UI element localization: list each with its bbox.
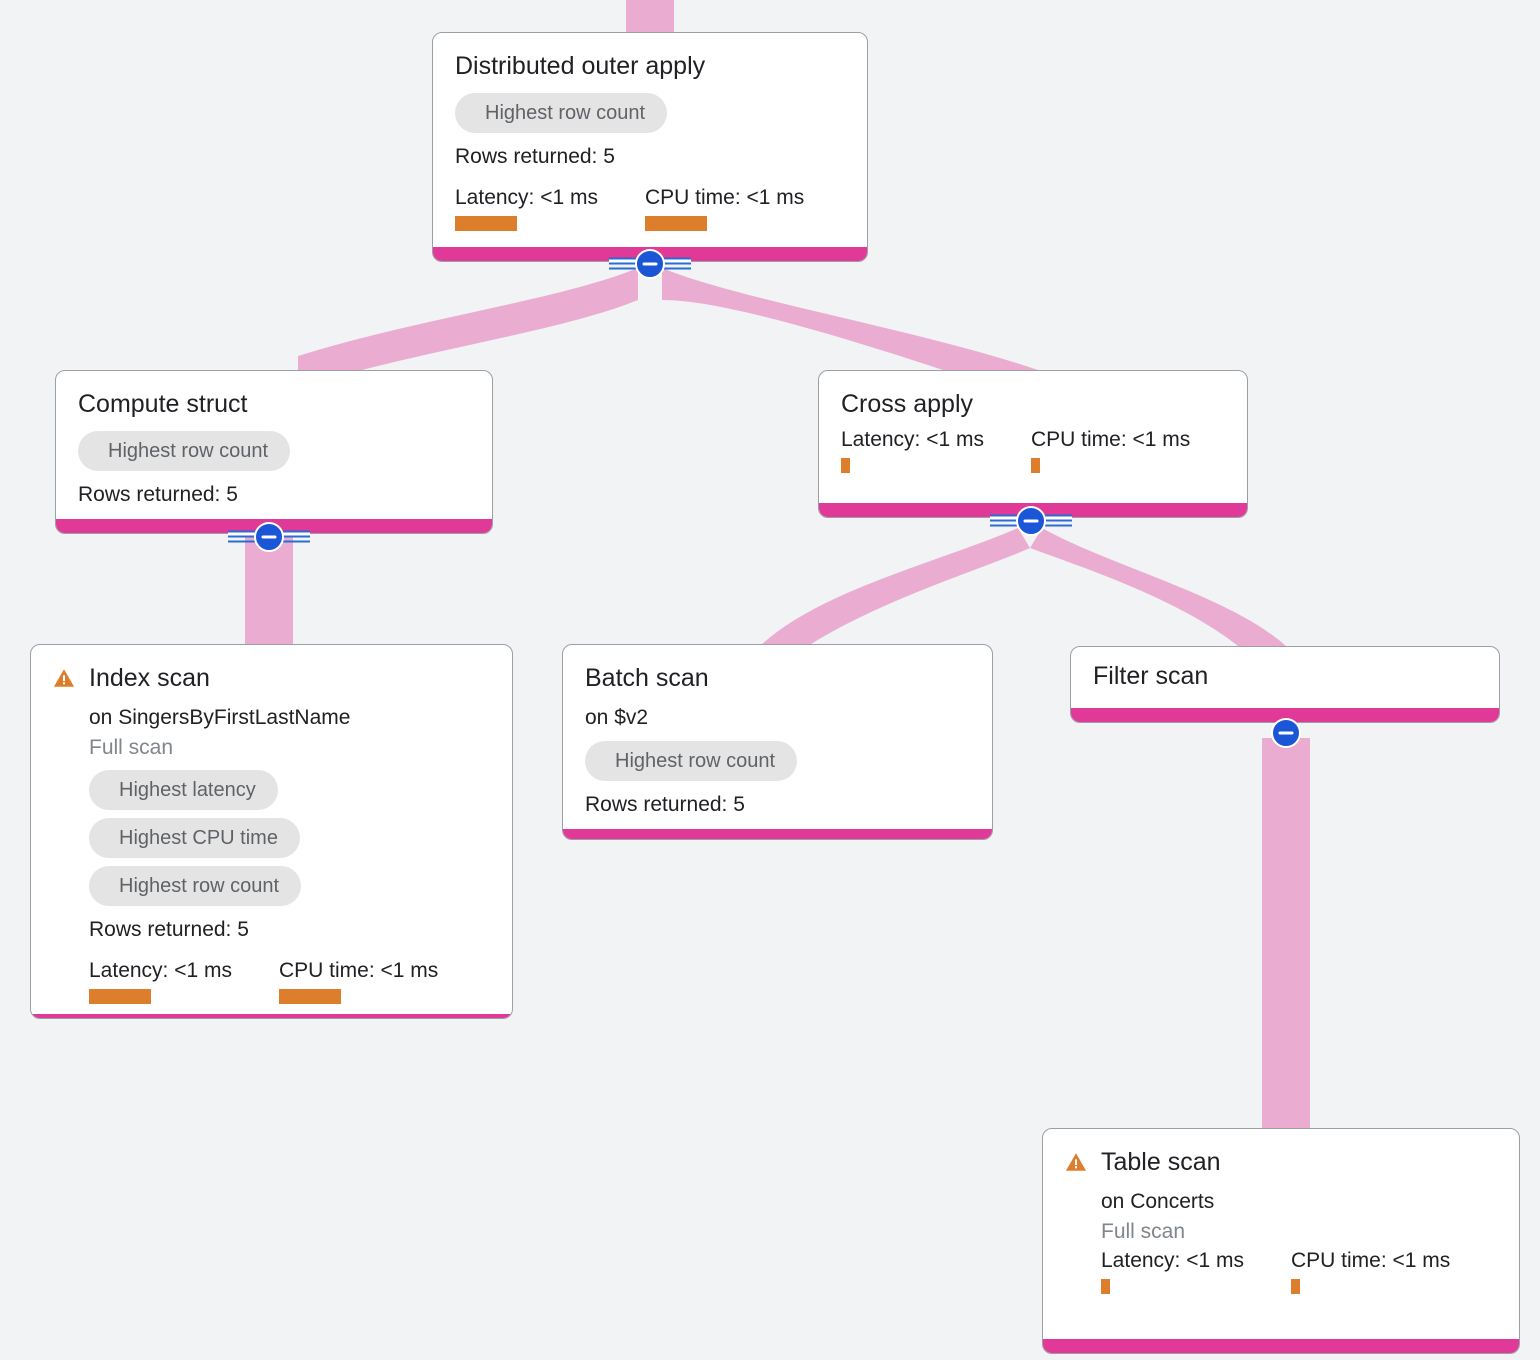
metrics: Latency: <1 ms CPU time: <1 ms (1101, 1248, 1497, 1294)
metric-latency: Latency: <1 ms (455, 185, 645, 231)
node-body: Distributed outer apply Highest row coun… (433, 33, 867, 247)
edge-cross-apply-to-batch-scan (760, 528, 1030, 646)
collapse-toggle-compute-struct[interactable] (228, 522, 310, 552)
metric-bar (279, 989, 341, 1004)
metric-cpu-time: CPU time: <1 ms (1291, 1248, 1450, 1294)
node-body: Filter scan (1071, 647, 1499, 708)
rows-returned: Rows returned: 5 (89, 918, 249, 941)
metric-cpu-time: CPU time: <1 ms (645, 185, 804, 231)
collapse-toggle-filter-scan[interactable] (1271, 718, 1301, 748)
metric-label: Latency: <1 ms (841, 428, 984, 451)
node-title: Index scan (89, 664, 210, 692)
metric-label: CPU time: <1 ms (279, 959, 439, 982)
node-accent-bar (31, 1014, 512, 1018)
title-row: Filter scan (1093, 661, 1208, 691)
node-title: Compute struct (78, 390, 248, 418)
metric-label: CPU time: <1 ms (1031, 428, 1191, 451)
node-table-scan[interactable]: Table scan on Concerts Full scan Latency… (1042, 1128, 1520, 1354)
metric-label: CPU time: <1 ms (1291, 1249, 1451, 1272)
title-row: Table scan (1065, 1147, 1221, 1177)
node-title: Distributed outer apply (455, 52, 706, 80)
node-body: Table scan on Concerts Full scan Latency… (1043, 1129, 1519, 1339)
node-body: Compute struct Highest row count Rows re… (56, 371, 492, 519)
node-title: Filter scan (1093, 662, 1209, 690)
edge-cross-apply-to-filter-scan (1030, 528, 1286, 646)
collapse-toggle-distributed-outer-apply[interactable] (609, 249, 691, 279)
rows-returned: Rows returned: 5 (78, 483, 238, 506)
badge-highest-cpu-time: Highest CPU time (89, 818, 300, 858)
metric-bar (455, 216, 517, 231)
metric-bar (1291, 1279, 1300, 1294)
node-batch-scan[interactable]: Batch scan on $v2 Highest row count Rows… (562, 644, 993, 840)
minus-icon (635, 249, 665, 279)
node-filter-scan[interactable]: Filter scan (1070, 646, 1500, 723)
rows-returned: Rows returned: 5 (455, 145, 615, 168)
node-compute-struct[interactable]: Compute struct Highest row count Rows re… (55, 370, 493, 534)
metric-bar (1031, 458, 1040, 473)
node-title: Cross apply (841, 390, 973, 418)
node-subtitle: on SingersByFirstLastName (89, 706, 351, 729)
metric-label: Latency: <1 ms (89, 959, 232, 982)
metric-bar (1101, 1279, 1110, 1294)
metric-latency: Latency: <1 ms (89, 958, 279, 1004)
node-subtitle: on Concerts (1101, 1190, 1215, 1213)
badge-highest-row-count: Highest row count (89, 866, 302, 906)
title-row: Index scan (53, 663, 210, 693)
node-scan-type: Full scan (1101, 1220, 1186, 1243)
node-title: Table scan (1101, 1148, 1221, 1176)
metric-bar (841, 458, 850, 473)
metric-bar (645, 216, 707, 231)
metric-bar (89, 989, 151, 1004)
node-body: Batch scan on $v2 Highest row count Rows… (563, 645, 992, 829)
node-body: Cross apply Latency: <1 ms CPU time: <1 … (819, 371, 1247, 503)
node-title: Batch scan (585, 664, 709, 692)
metrics: Latency: <1 ms CPU time: <1 ms (455, 185, 845, 231)
edge-filter-scan-to-table-scan (1262, 738, 1310, 1138)
collapse-toggle-cross-apply[interactable] (990, 506, 1072, 536)
metric-cpu-time: CPU time: <1 ms (279, 958, 438, 1004)
metric-label: CPU time: <1 ms (645, 186, 805, 209)
metric-cpu-time: CPU time: <1 ms (1031, 427, 1190, 473)
title-row: Compute struct (78, 389, 248, 419)
metrics: Latency: <1 ms CPU time: <1 ms (841, 427, 1225, 473)
minus-icon (254, 522, 284, 552)
node-cross-apply[interactable]: Cross apply Latency: <1 ms CPU time: <1 … (818, 370, 1248, 518)
node-details: on SingersByFirstLastName Full scan High… (53, 697, 490, 1004)
metric-latency: Latency: <1 ms (1101, 1248, 1291, 1294)
rows-returned: Rows returned: 5 (585, 793, 745, 816)
badge-highest-latency: Highest latency (89, 770, 278, 810)
node-accent-bar (1043, 1339, 1519, 1353)
toggle-rail-left (990, 511, 1022, 531)
node-subtitle: on $v2 (585, 706, 649, 729)
badge-highest-row-count: Highest row count (455, 93, 668, 133)
warning-icon (53, 669, 75, 687)
warning-icon (1065, 1153, 1087, 1171)
metrics: Latency: <1 ms CPU time: <1 ms (89, 958, 490, 1004)
title-row: Batch scan (585, 663, 709, 693)
node-accent-bar (563, 829, 992, 839)
title-row: Distributed outer apply (455, 51, 705, 81)
node-details: on Concerts Full scan Latency: <1 ms CPU… (1065, 1181, 1497, 1294)
title-row: Cross apply (841, 389, 973, 419)
badge-highest-row-count: Highest row count (585, 741, 798, 781)
badge-highest-row-count: Highest row count (78, 431, 291, 471)
minus-icon (1016, 506, 1046, 536)
toggle-rail-right (1040, 511, 1072, 531)
node-distributed-outer-apply[interactable]: Distributed outer apply Highest row coun… (432, 32, 868, 262)
edge-compute-struct-to-index-scan (245, 536, 293, 656)
node-accent-bar (1071, 708, 1499, 722)
edge-root-incoming (626, 0, 674, 36)
metric-label: Latency: <1 ms (1101, 1249, 1244, 1272)
node-scan-type: Full scan (89, 736, 174, 759)
node-index-scan[interactable]: Index scan on SingersByFirstLastName Ful… (30, 644, 513, 1019)
metric-latency: Latency: <1 ms (841, 427, 1031, 473)
minus-icon (1271, 718, 1301, 748)
metric-label: Latency: <1 ms (455, 186, 598, 209)
node-body: Index scan on SingersByFirstLastName Ful… (31, 645, 512, 1014)
